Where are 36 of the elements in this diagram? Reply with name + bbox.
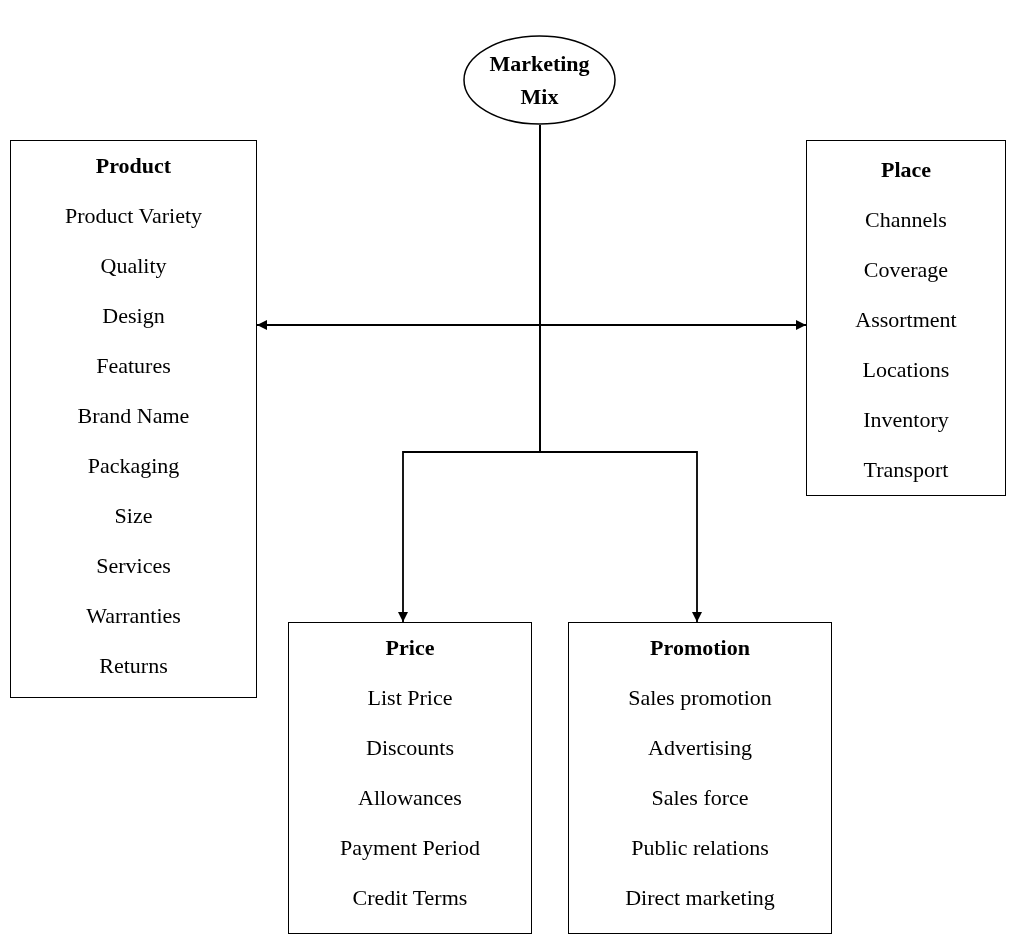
list-item: Sales force bbox=[651, 784, 749, 812]
list-item: Sales promotion bbox=[628, 684, 772, 712]
box-heading: Place bbox=[880, 156, 932, 184]
list-item: Channels bbox=[865, 206, 947, 234]
oval-title: Marketing Mix bbox=[488, 50, 591, 111]
list-item: Design bbox=[102, 302, 165, 330]
list-item: Assortment bbox=[855, 306, 957, 334]
list-item: Locations bbox=[862, 356, 950, 384]
category-box bbox=[806, 140, 1006, 496]
box-heading: Promotion bbox=[650, 634, 750, 662]
list-item: Product Variety bbox=[64, 202, 203, 230]
box-heading: Product bbox=[95, 152, 172, 180]
list-item: Payment Period bbox=[340, 834, 480, 862]
list-item: Public relations bbox=[631, 834, 769, 862]
list-item: Size bbox=[114, 502, 153, 530]
list-item: Features bbox=[96, 352, 171, 380]
category-box bbox=[288, 622, 532, 934]
list-item: Coverage bbox=[863, 256, 949, 284]
list-item: Quality bbox=[100, 252, 167, 280]
list-item: Returns bbox=[99, 652, 168, 680]
list-item: Transport bbox=[863, 456, 949, 484]
oval-shape bbox=[463, 35, 616, 125]
list-item: Allowances bbox=[358, 784, 462, 812]
list-item: Brand Name bbox=[77, 402, 190, 430]
list-item: Warranties bbox=[86, 602, 181, 630]
list-item: Inventory bbox=[863, 406, 949, 434]
list-item: Services bbox=[96, 552, 171, 580]
list-item: Advertising bbox=[648, 734, 752, 762]
list-item: Credit Terms bbox=[352, 884, 468, 912]
category-box bbox=[568, 622, 832, 934]
list-item: List Price bbox=[367, 684, 453, 712]
list-item: Direct marketing bbox=[625, 884, 775, 912]
category-box bbox=[10, 140, 257, 698]
box-heading: Price bbox=[385, 634, 435, 662]
list-item: Packaging bbox=[87, 452, 180, 480]
list-item: Discounts bbox=[366, 734, 454, 762]
